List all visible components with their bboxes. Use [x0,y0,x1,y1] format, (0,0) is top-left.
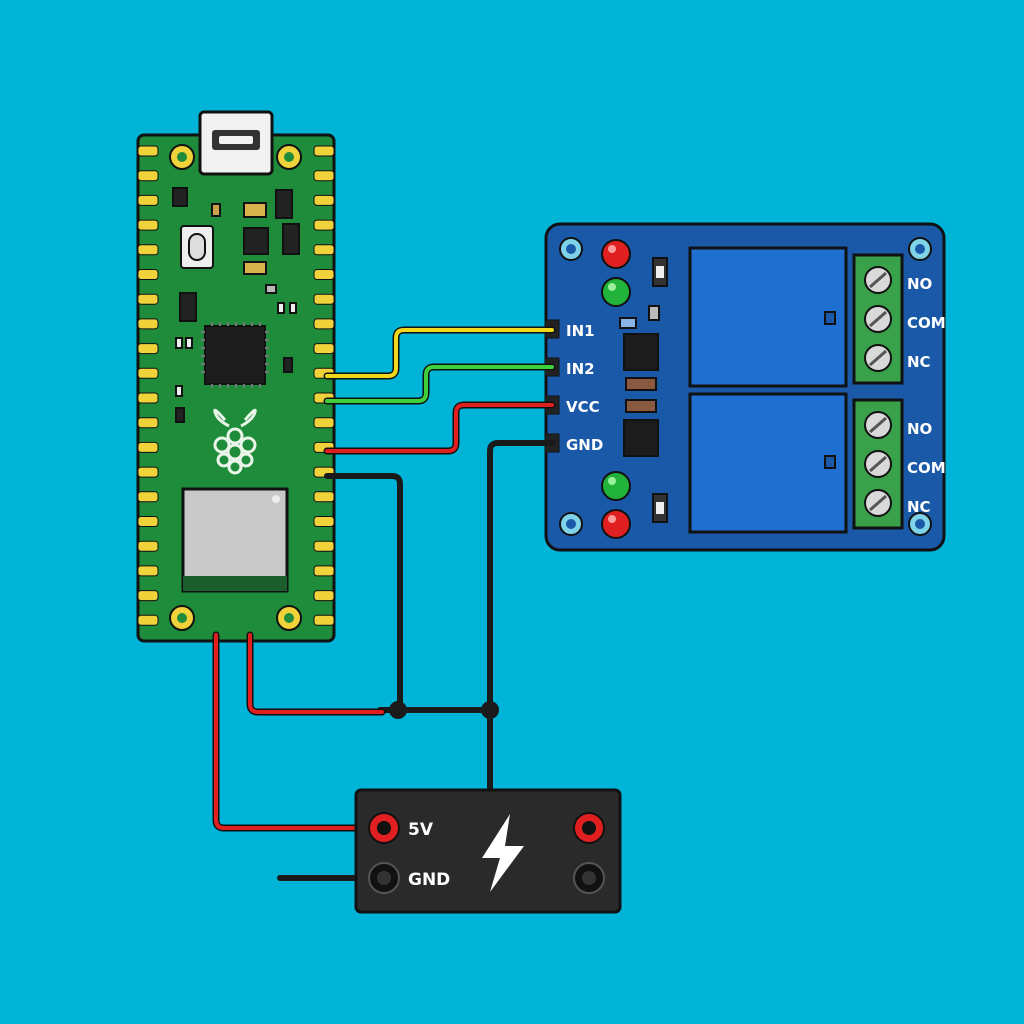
rp2040-chip [201,322,269,388]
pico-pin [137,367,159,379]
micro-usb-port [198,110,274,176]
pico-pin [137,491,159,503]
status-leds [601,239,631,539]
ground-terminal-right [573,862,605,894]
pico-pin [313,516,335,527]
ground-terminal [368,862,400,894]
pico-pin [137,614,159,626]
terminal-label-no-2: NO [907,420,932,438]
terminal-block-2 [852,398,904,530]
pico-pin [137,516,159,527]
pico-pin [313,540,335,552]
pico-pin [313,145,335,157]
pico-pin [137,244,159,256]
pico-pin [137,392,159,404]
pico-pin [313,417,335,429]
wires [212,326,556,881]
relay-1 [688,246,848,388]
terminal-label-com-1: COM [907,314,946,332]
label-5v: 5V [408,820,434,840]
raspberry-pi-pico-board [136,110,336,643]
terminal-label-nc-2: NC [907,498,931,516]
pico-pins-left [137,145,159,626]
relay-2 [688,392,848,534]
pico-pin [137,540,159,552]
pico-pin [313,491,335,503]
lightning-bolt-icon [482,814,524,892]
relay-components [619,257,668,523]
wireless-module [181,487,289,593]
terminal-block-1 [852,253,904,385]
pico-pin [137,466,159,478]
relay-module: NO COM NC NO COM NC IN1 IN2 VCC GND [544,222,946,552]
pico-pin [137,269,159,280]
pico-pin [313,170,335,182]
terminal-label-no-1: NO [907,275,932,293]
pico-components [172,187,300,423]
wire-black-pico-gnd [324,473,403,713]
pico-pin [313,614,335,626]
wire-black-relay-gnd [487,440,555,793]
pico-pin [313,269,335,280]
terminal-label-nc-1: NC [907,353,931,371]
pico-pin [313,318,335,330]
pico-pin [313,343,335,355]
pico-pin [137,343,159,355]
terminal-label-com-2: COM [907,459,946,477]
pico-pin [137,590,159,602]
pico-pin [137,441,159,453]
positive-terminal-right [573,812,605,844]
pico-pin [313,565,335,577]
pico-pin [313,244,335,256]
pico-pin [137,194,159,206]
pico-pin [137,145,159,157]
pin-label-in2: IN2 [566,360,595,378]
pico-pin [313,590,335,602]
pico-pin [137,318,159,330]
pin-label-gnd: GND [566,436,603,454]
positive-terminal [368,812,400,844]
pico-pins-right [313,145,335,626]
pico-pin [137,293,159,305]
pico-pin [313,293,335,305]
junction-dot [389,701,407,719]
mounting-holes [169,144,302,631]
pico-pin [313,219,335,231]
pico-pin [137,170,159,182]
pico-pin [137,417,159,429]
label-gnd: GND [408,870,450,890]
pico-pin [137,219,159,231]
pin-label-vcc: VCC [566,398,600,416]
power-supply: 5V GND [354,788,622,914]
raspberry-pi-logo-icon [213,408,257,475]
pico-pin [313,194,335,206]
junction-dot [481,701,499,719]
relay-mounting-holes [559,237,932,536]
pin-label-in1: IN1 [566,322,595,340]
pico-pin [137,565,159,577]
